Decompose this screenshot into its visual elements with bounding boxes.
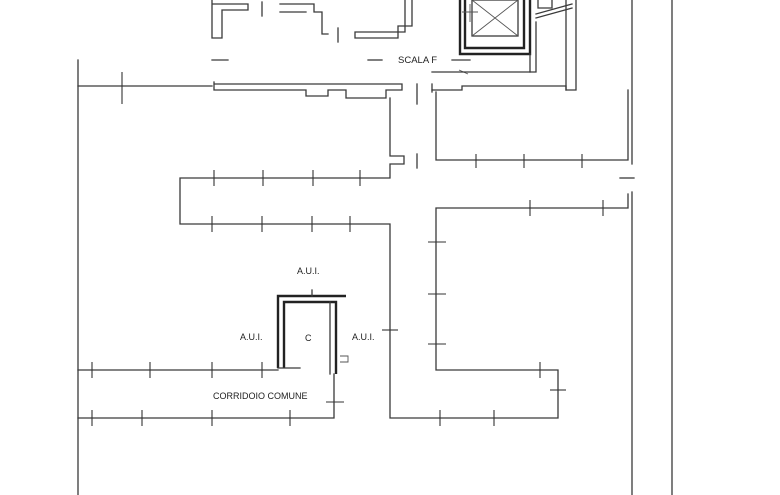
upper-rooms — [211, 0, 471, 75]
outer-walls — [77, 0, 673, 495]
stair-elevator-core — [431, 0, 577, 91]
stair-label: SCALA F — [398, 55, 437, 66]
aui-top-label: A.U.I. — [297, 266, 320, 276]
central-corridor — [179, 89, 635, 426]
room-c — [276, 289, 349, 375]
common-corridor — [77, 362, 344, 426]
aui-left-label: A.U.I. — [240, 332, 263, 342]
corridor-label: CORRIDOIO COMUNE — [213, 391, 308, 401]
room-c-label: C — [305, 333, 312, 343]
north-wall — [77, 72, 567, 105]
aui-right-label: A.U.I. — [352, 332, 375, 342]
